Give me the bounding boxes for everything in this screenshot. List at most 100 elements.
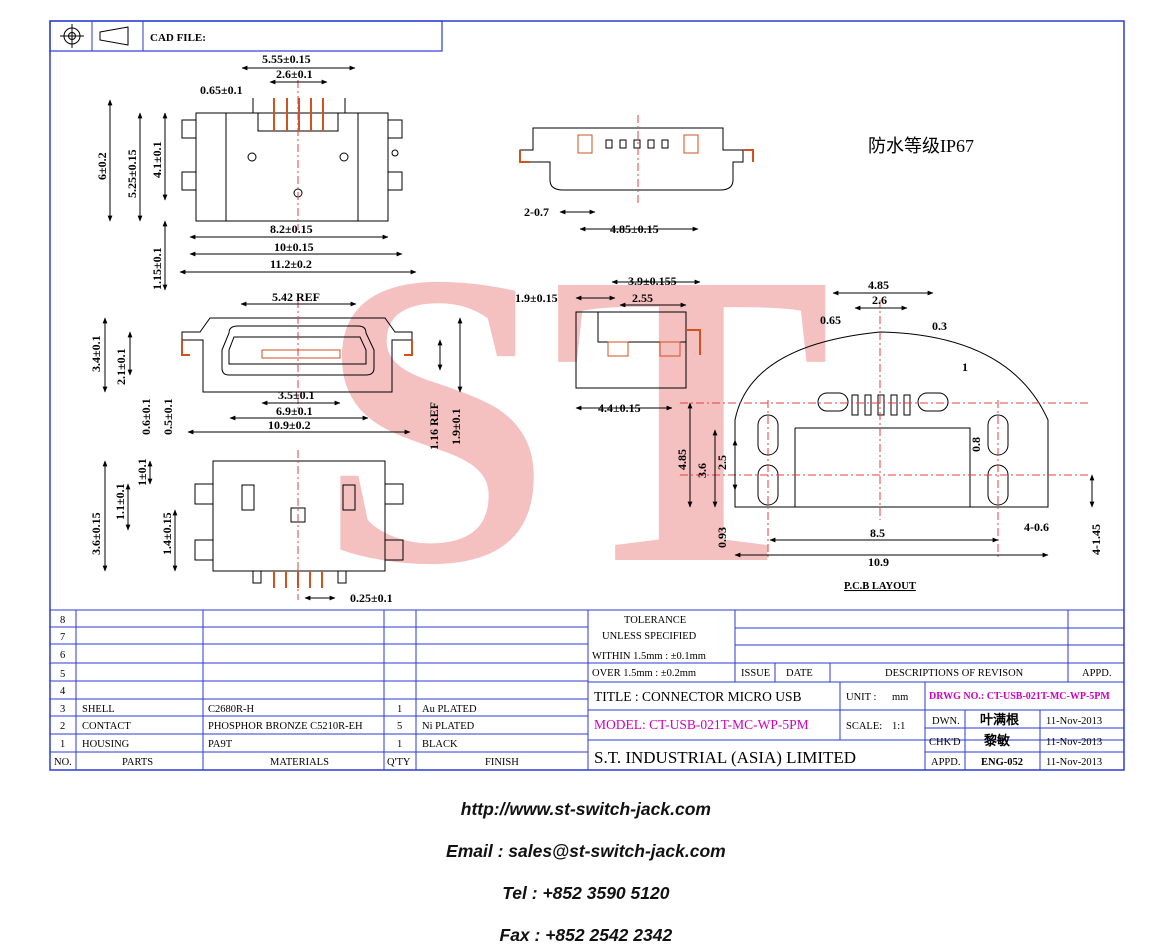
rev-issue-header: ISSUE [741, 668, 770, 679]
dim-label: 4.85 [868, 278, 889, 292]
dim-label: 2.1±0.1 [114, 348, 128, 385]
waterproof-note: 防水等级IP67 [868, 136, 974, 156]
back-view [519, 115, 754, 232]
tolerance-line1: TOLERANCE [624, 615, 686, 626]
dim-label: 4.85 [675, 449, 689, 470]
dim-label: 4.1±0.1 [150, 141, 164, 178]
dim-label: 1±0.1 [135, 458, 149, 486]
unit-label: UNIT : [846, 692, 877, 703]
st-watermark: ST [318, 186, 832, 651]
dim-label: 0.65 [820, 313, 841, 327]
dim-label: 4.4±0.15 [598, 401, 641, 415]
drawing-title: TITLE : CONNECTOR MICRO USB [594, 689, 802, 704]
dim-label: 1.9±0.15 [515, 291, 558, 305]
bom-qty: 1 [397, 704, 402, 715]
top-view [107, 65, 417, 291]
bom-header-parts: PARTS [122, 757, 153, 768]
dim-label: 2.6±0.1 [276, 67, 313, 81]
back-view-dims: 2-0.7 4.85±0.15 [524, 205, 659, 236]
bom-qty: 1 [397, 739, 402, 750]
bom-finish: Au PLATED [422, 704, 477, 715]
dim-label: 0.93 [715, 527, 729, 548]
svg-text:ST: ST [318, 186, 832, 651]
side-view-dims: 3.9±0.155 1.9±0.15 2.55 4.4±0.15 [515, 274, 677, 415]
front-view-dims: 5.42 REF 3.4±0.1 2.1±0.1 0.6±0.1 0.5±0.1… [89, 290, 463, 450]
website-link[interactable]: http://www.st-switch-jack.com [460, 799, 711, 819]
bom-no: 3 [60, 704, 65, 715]
dim-label: 1.15±0.1 [150, 247, 164, 290]
email-link[interactable]: Email : sales@st-switch-jack.com [446, 841, 726, 861]
dim-label: 6.9±0.1 [276, 404, 313, 418]
bom-material: PA9T [208, 739, 233, 750]
dwn-label: DWN. [932, 716, 960, 727]
dim-label: 3.4±0.1 [89, 335, 103, 372]
bom-no: 2 [60, 721, 65, 732]
bom-part: CONTACT [82, 721, 131, 732]
bom-qty: 5 [397, 721, 402, 732]
drawing-sheet: ST CAD FILE: [49, 20, 1125, 771]
dim-label: 10±0.15 [274, 240, 314, 254]
bom-row-number: 7 [60, 632, 65, 643]
bom-header-qty: Q'TY [387, 757, 411, 768]
bom-material: C2680R-H [208, 704, 255, 715]
scale-label: SCALE: [846, 721, 882, 732]
contact-footer: http://www.st-switch-jack.com Email : sa… [0, 778, 1162, 946]
bom-row-number: 4 [60, 686, 66, 697]
scale-value: 1:1 [892, 721, 905, 732]
dim-label: 0.8 [969, 437, 983, 452]
dim-label: 6±0.2 [95, 152, 109, 180]
dim-label: 10.9 [868, 555, 889, 569]
appd-date: 11-Nov-2013 [1046, 757, 1102, 768]
tolerance-line2: UNLESS SPECIFIED [602, 631, 697, 642]
fax-text: Fax : +852 2542 2342 [499, 925, 673, 945]
dim-label: 1.4±0.15 [160, 512, 174, 555]
rev-desc-header: DESCRIPTIONS OF REVISON [885, 668, 1024, 679]
bottom-view [102, 450, 404, 601]
chkd-label: CHK'D [929, 737, 961, 748]
dwn-name: 叶满根 [980, 712, 1020, 727]
dim-label: 3.6 [695, 463, 709, 478]
dim-label: 3.6±0.15 [89, 512, 103, 555]
dim-label: 4-0.6 [1024, 520, 1049, 534]
projection-symbol-icon [60, 24, 129, 48]
bom-row-number: 5 [60, 669, 65, 680]
chkd-date: 11-Nov-2013 [1046, 737, 1102, 748]
rev-appd-header: APPD. [1082, 668, 1111, 679]
appd-name: ENG-052 [981, 757, 1023, 768]
top-view-dims: 5.55±0.15 2.6±0.1 0.65±0.1 6±0.2 5.25±0.… [95, 52, 314, 290]
dim-label: 8.2±0.15 [270, 222, 313, 236]
bom-row-number: 8 [60, 615, 65, 626]
bom-finish: BLACK [422, 739, 458, 750]
sheet-frame [49, 20, 1125, 771]
tolerance-over: OVER 1.5mm : ±0.2mm [592, 668, 696, 679]
dim-label: 4-1.45 [1089, 524, 1103, 555]
model-number: MODEL: CT-USB-021T-MC-WP-5PM [594, 717, 809, 732]
dim-label: 2-0.7 [524, 205, 549, 219]
dim-label: 10.9±0.2 [268, 418, 311, 432]
dim-label: 5.55±0.15 [262, 52, 311, 66]
unit-value: mm [892, 692, 908, 703]
chkd-name: 黎敏 [984, 733, 1011, 748]
dim-label: 0.25±0.1 [350, 591, 393, 605]
bom-material: PHOSPHOR BRONZE C5210R-EH [208, 721, 363, 732]
dim-label: 5.42 REF [272, 290, 320, 304]
bom-row-number: 6 [60, 650, 65, 661]
tel-text: Tel : +852 3590 5120 [502, 883, 670, 903]
dim-label: 2.55 [632, 291, 653, 305]
cad-file-label: CAD FILE: [150, 32, 206, 44]
title-block-text: TOLERANCE UNLESS SPECIFIED WITHIN 1.5mm … [592, 615, 1111, 768]
dim-label: 0.65±0.1 [200, 83, 243, 97]
rev-date-header: DATE [786, 668, 813, 679]
bom-finish: Ni PLATED [422, 721, 475, 732]
bom-part: HOUSING [82, 739, 130, 750]
title-block [588, 610, 1124, 770]
front-view [102, 300, 463, 435]
bom-header-materials: MATERIALS [270, 757, 329, 768]
dim-label: 4.85±0.15 [610, 222, 659, 236]
bom-no: 1 [60, 739, 65, 750]
cad-header: CAD FILE: [49, 20, 443, 52]
dim-label: 5.25±0.15 [125, 149, 139, 198]
dim-label: 0.5±0.1 [161, 398, 175, 435]
dim-label: 0.3 [932, 319, 947, 333]
dwn-date: 11-Nov-2013 [1046, 716, 1102, 727]
